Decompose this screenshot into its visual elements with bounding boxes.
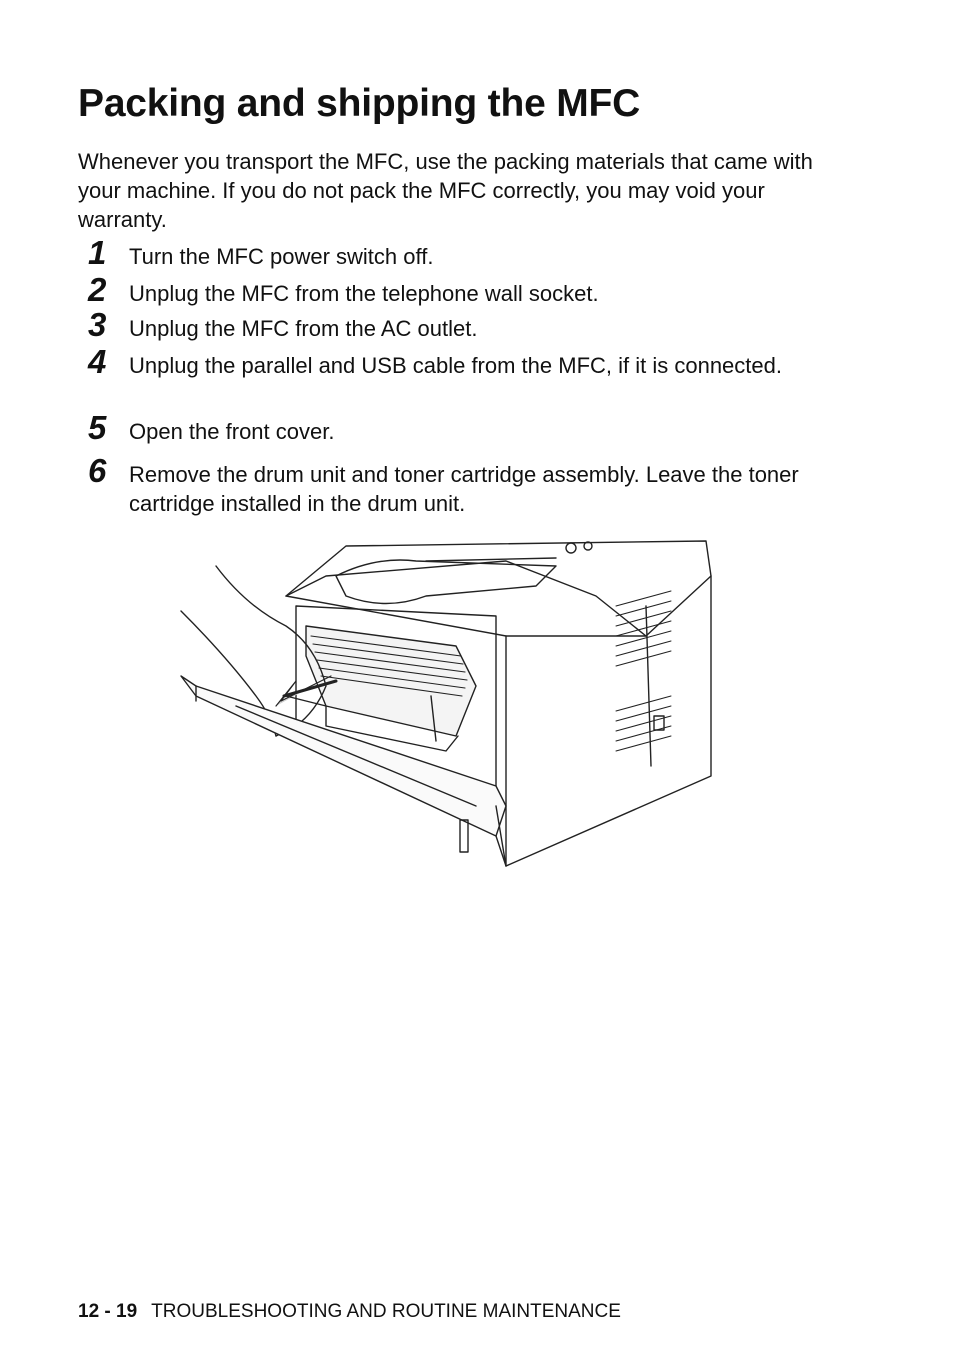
step-text: Turn the MFC power switch off. [129, 244, 434, 269]
intro-paragraph: Whenever you transport the MFC, use the … [78, 149, 813, 232]
step-text: Remove the drum unit and toner cartridge… [129, 462, 799, 516]
page-footer: 12 - 19 TROUBLESHOOTING AND ROUTINE MAINT… [78, 1299, 621, 1325]
step-number: 6 [88, 452, 107, 489]
page-number: 12 - 19 [78, 1301, 138, 1322]
step-text: Open the front cover. [129, 419, 335, 444]
step-number: 5 [88, 409, 107, 446]
step-number: 2 [88, 271, 107, 308]
step-text: Unplug the MFC from the telephone wall s… [129, 281, 599, 306]
step-text: Unplug the MFC from the AC outlet. [129, 316, 478, 341]
step-number: 1 [88, 234, 107, 271]
step-text: Unplug the parallel and USB cable from t… [129, 353, 782, 378]
step-number: 4 [88, 343, 107, 380]
step-number: 3 [88, 306, 107, 343]
page-title: Packing and shipping the MFC [78, 82, 641, 125]
section-title: TROUBLESHOOTING AND ROUTINE MAINTENANCE [151, 1301, 621, 1322]
printer-drum-removal-illustration [180, 540, 712, 867]
